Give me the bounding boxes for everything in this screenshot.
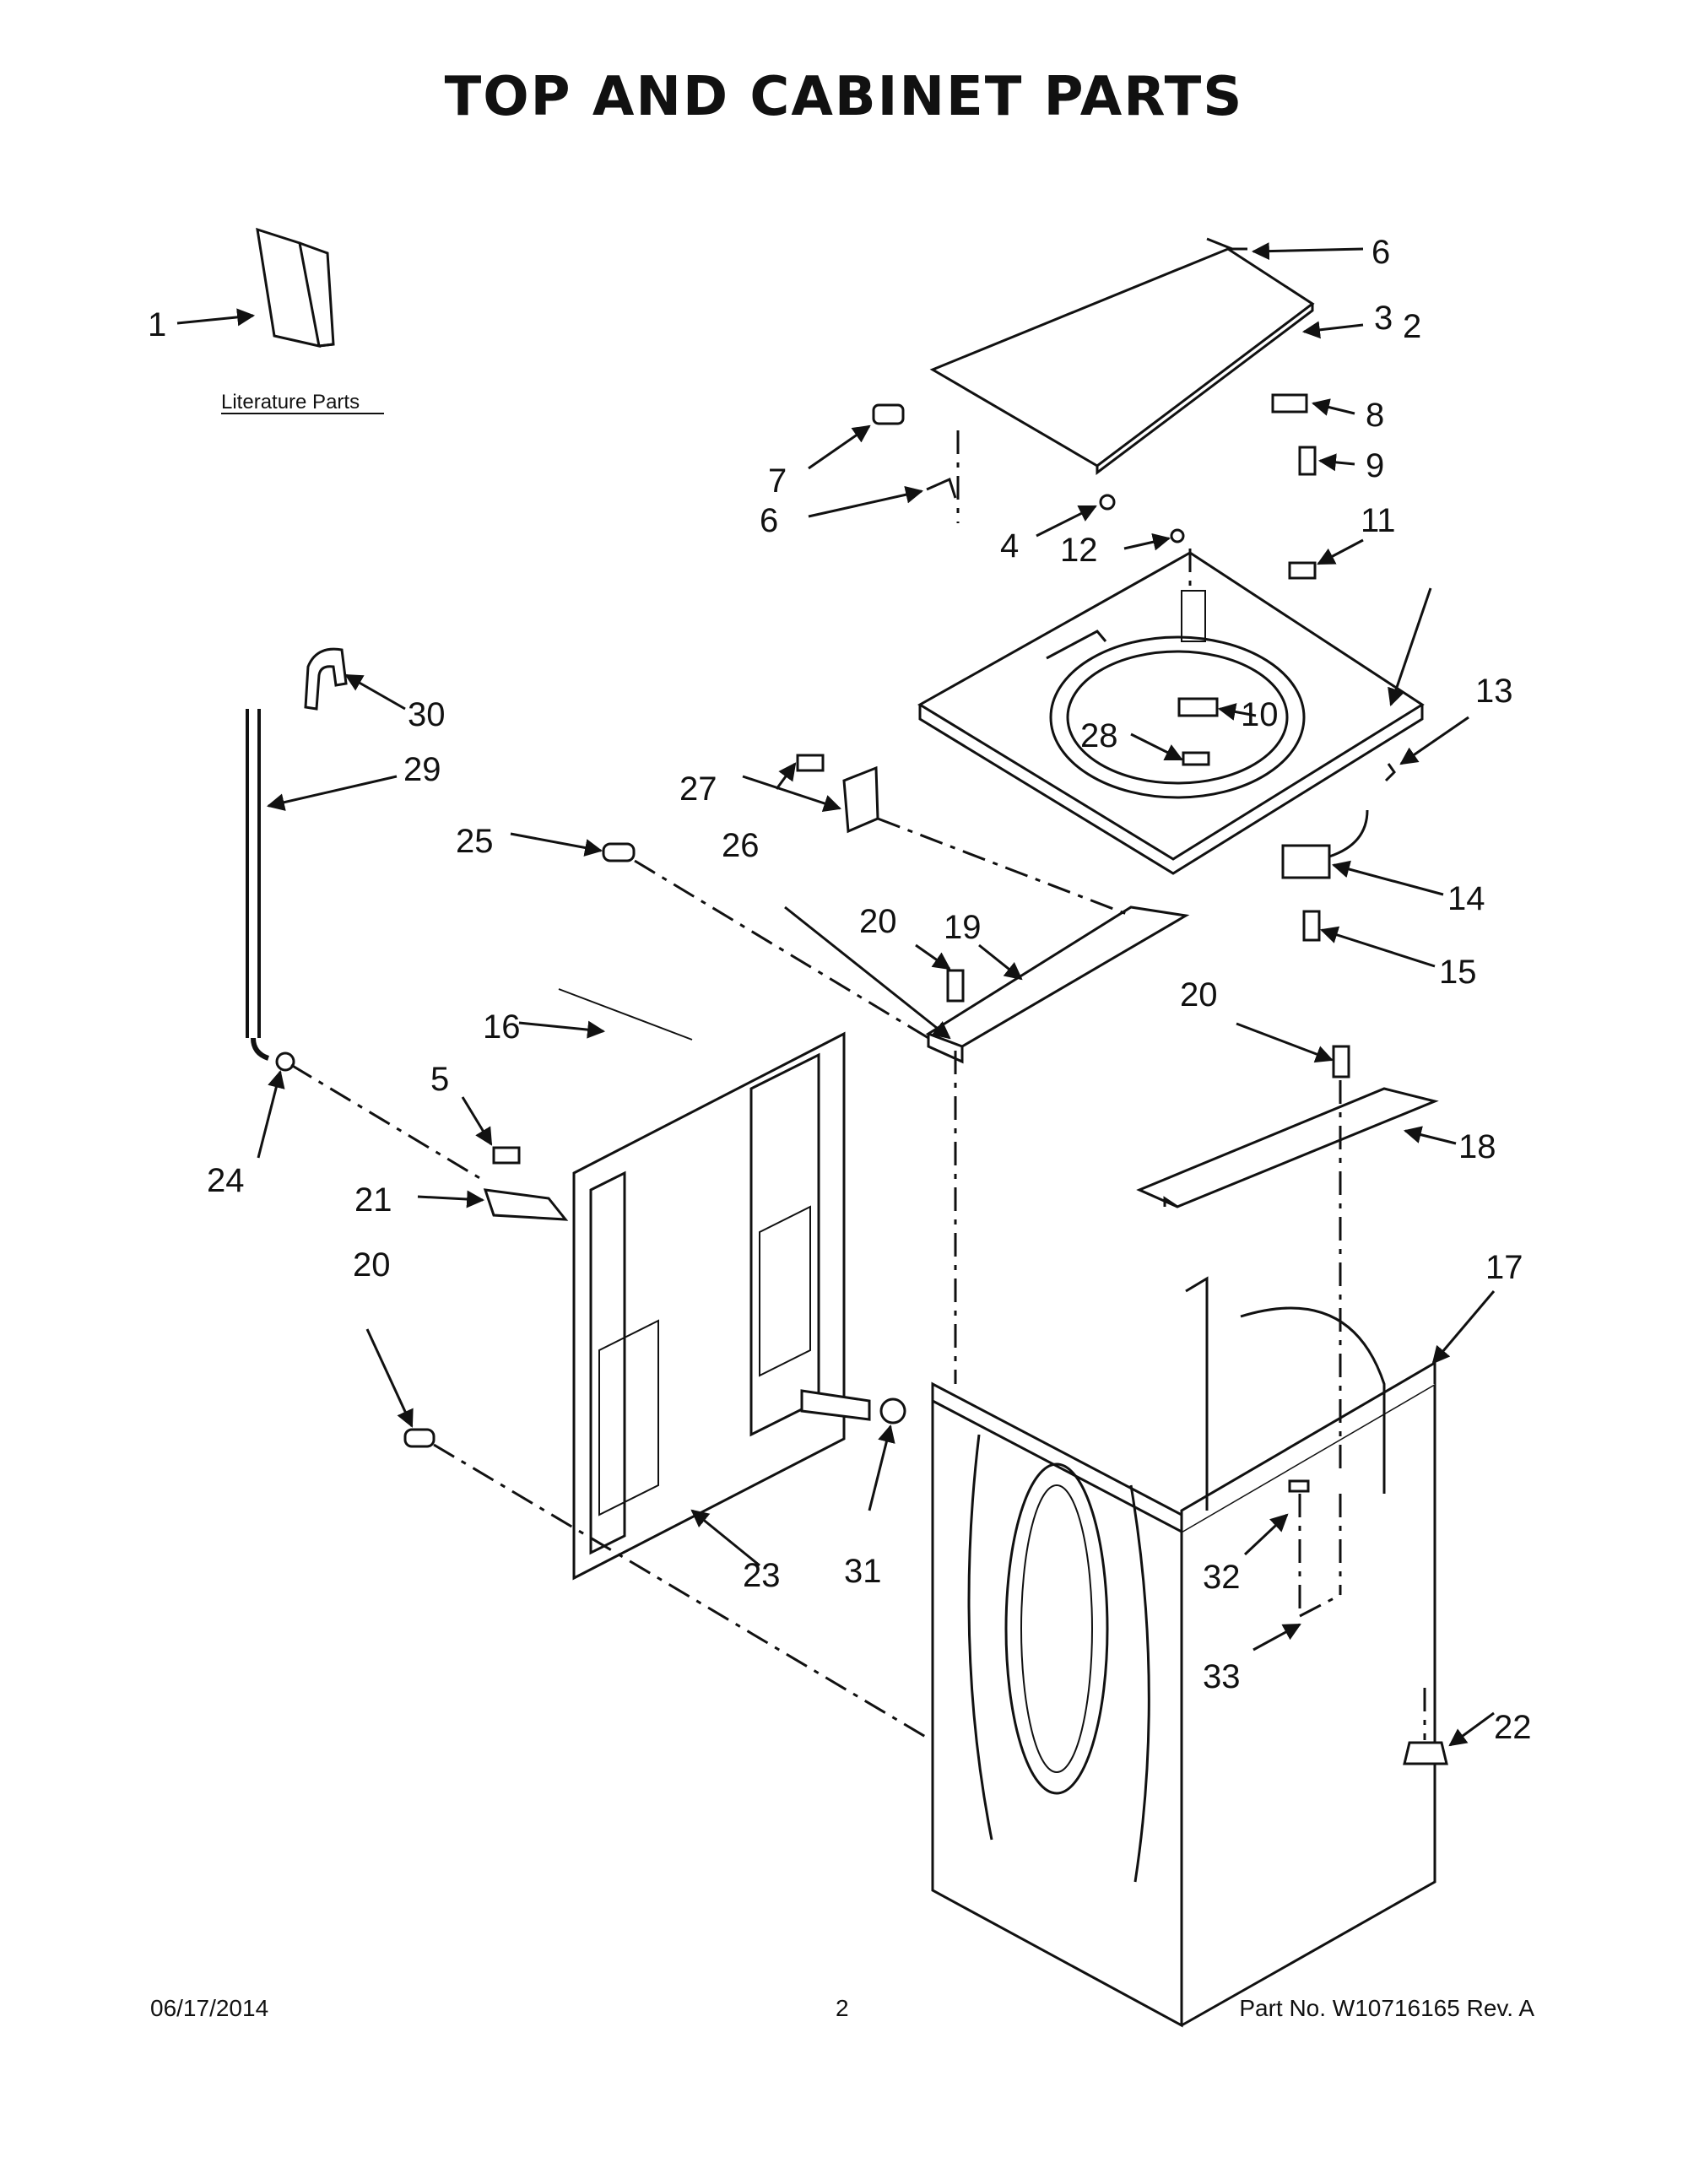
callout-3: 3 [1374,300,1393,337]
footer-date: 06/17/2014 [150,1995,269,2021]
callout-6-top: 6 [1372,234,1390,271]
callout-6-bottom: 6 [760,502,778,539]
page-title: TOP AND CABINET PARTS [444,66,1244,128]
literature-parts-label: Literature Parts [221,391,360,414]
small-hardware-parts [275,237,1448,1765]
callout-28: 28 [1080,717,1118,754]
callout-16: 16 [483,1008,521,1046]
callout-8: 8 [1366,397,1384,434]
callout-30: 30 [408,696,446,733]
callout-19: 19 [944,909,982,946]
lid-part [929,247,1315,476]
callout-10: 10 [1241,696,1279,733]
callout-17: 17 [1485,1249,1523,1286]
callout-23: 23 [743,1557,781,1594]
callout-26: 26 [722,827,760,864]
callout-31: 31 [844,1553,882,1590]
callout-9: 9 [1366,447,1384,484]
rear-brace-part [1136,1087,1439,1208]
footer-part-number: Part No. W10716165 Rev. A [1239,1995,1534,2021]
callout-20-right: 20 [1180,976,1218,1014]
callout-4: 4 [1000,527,1019,565]
callout-22: 22 [1494,1709,1532,1746]
callout-2: 2 [1403,308,1421,345]
callout-27: 27 [679,770,717,808]
callout-24: 24 [207,1162,245,1199]
callout-15: 15 [1439,954,1477,991]
callout-13: 13 [1475,673,1513,710]
callout-5: 5 [430,1061,449,1098]
callout-33: 33 [1203,1658,1241,1695]
callout-29: 29 [403,751,441,788]
front-brace-part [925,905,1190,1064]
cabinet-part [931,1276,1436,2028]
assembly-lines [290,430,1426,1740]
callout-25: 25 [456,823,494,860]
callout-1: 1 [148,306,166,343]
callout-12: 12 [1060,532,1098,569]
callout-20-center: 20 [859,903,897,940]
top-panel-part [917,551,1425,875]
callout-14: 14 [1447,880,1485,917]
callout-32: 32 [1203,1559,1241,1596]
callout-7: 7 [768,462,787,500]
callout-20-left: 20 [353,1246,391,1284]
hose-hook-part [304,647,348,711]
callout-21: 21 [354,1181,392,1219]
callout-18: 18 [1458,1128,1496,1165]
literature-booklet-part [256,227,335,348]
callout-11: 11 [1361,502,1396,539]
rear-panel-part [572,1031,846,1581]
footer-page-number: 2 [836,1995,849,2021]
drain-hose-part [246,709,270,1061]
leader-arrows [176,242,1496,1747]
